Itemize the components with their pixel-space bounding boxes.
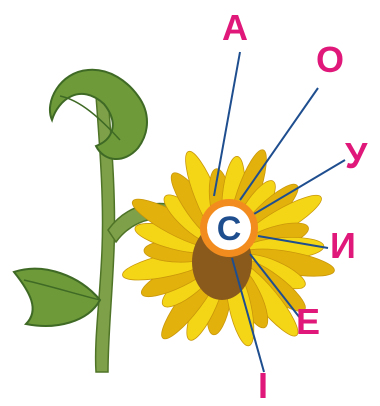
vowel-label-y: И (330, 228, 356, 264)
vowel-label-a: А (222, 10, 248, 46)
vowel-label-o: О (316, 42, 344, 78)
vowel-label-u: У (345, 138, 367, 174)
vowel-label-i: І (258, 368, 268, 404)
center-letter: С (217, 210, 242, 248)
vowel-label-e: Е (296, 304, 320, 340)
